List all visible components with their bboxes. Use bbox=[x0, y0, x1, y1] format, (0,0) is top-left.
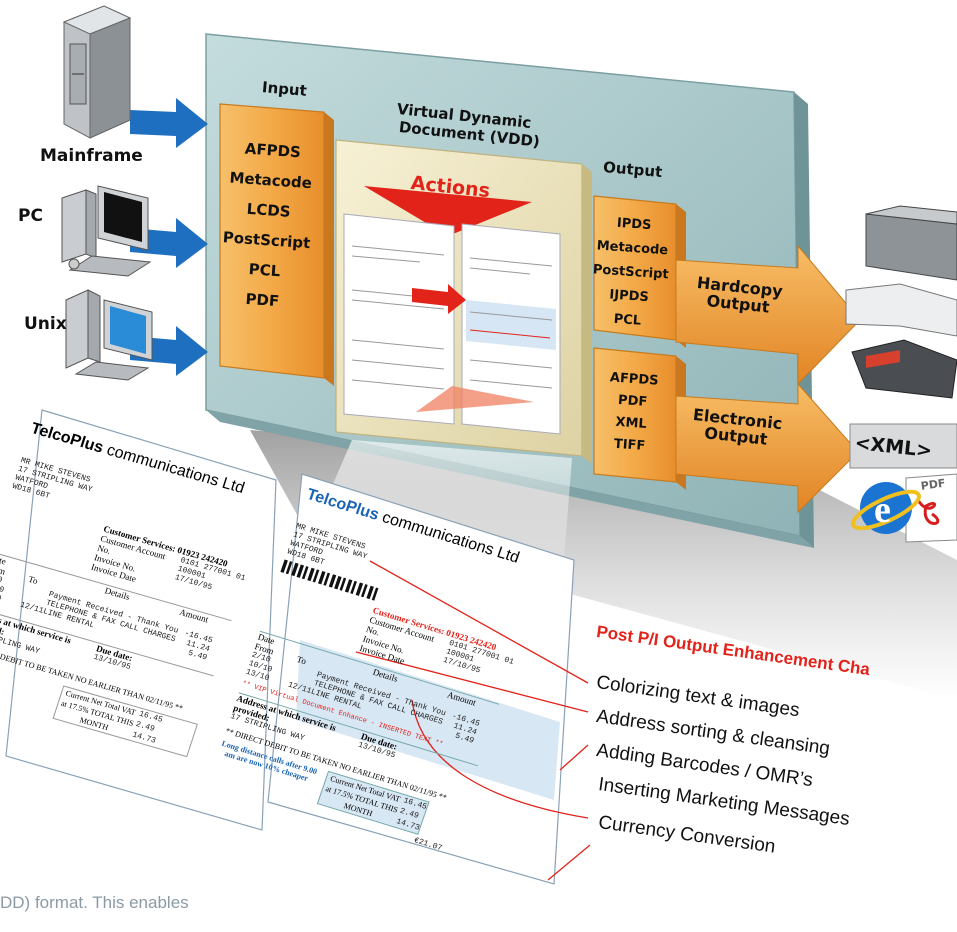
due-date-block: Due date: 13/10/95 bbox=[89, 643, 135, 681]
mainframe-icon bbox=[62, 5, 132, 139]
pc-input-arrow bbox=[130, 218, 208, 268]
enhanced-due-date-block: Due date: 13/10/95 bbox=[354, 731, 400, 770]
internet-explorer-icon: e bbox=[851, 482, 921, 534]
amounts: -16.45 11.24 5.49 bbox=[183, 628, 214, 663]
input-format-list: AFPDS Metacode LCDS PostScript PCL PDF bbox=[211, 132, 323, 319]
xml-document-icon bbox=[849, 423, 957, 469]
unix-workstation-icon bbox=[65, 289, 153, 381]
source-label-pc: PC bbox=[18, 206, 43, 226]
vdd-document-before bbox=[343, 213, 455, 425]
hardcopy-format-list: IPDS Metacode PostScript IJPDS PCL bbox=[584, 210, 678, 336]
electronic-output-arrow bbox=[675, 382, 859, 514]
desktop-pc-icon bbox=[61, 185, 152, 277]
source-label-mainframe: Mainframe bbox=[40, 146, 143, 166]
electronic-format-list: AFPDS PDF XML TIFF bbox=[586, 366, 678, 460]
to-header: To bbox=[27, 573, 40, 587]
production-printer-icon bbox=[865, 205, 957, 281]
beam-red-glow bbox=[416, 386, 534, 412]
original-bill-sheet bbox=[5, 409, 277, 831]
hardcopy-output-arrow bbox=[675, 244, 861, 386]
mainframe-input-arrow bbox=[130, 98, 208, 148]
dates-to: 12/11 bbox=[18, 600, 45, 616]
enhanced-bill-blue-section bbox=[296, 640, 560, 800]
amount-header: Amount bbox=[178, 606, 210, 625]
enhanced-to-header: To bbox=[295, 654, 308, 667]
actions-arrow bbox=[364, 186, 532, 236]
transform-arrow bbox=[412, 284, 466, 314]
enhanced-amount-header: Amount bbox=[445, 689, 478, 708]
vdd-document-after bbox=[461, 223, 561, 435]
body-text-fragment: DD) format. This enables bbox=[0, 893, 189, 912]
annotation-lines bbox=[355, 560, 591, 881]
svg-text:e: e bbox=[874, 489, 891, 531]
input-box bbox=[219, 103, 334, 386]
input-title: Input bbox=[261, 78, 308, 100]
source-label-unix: Unix bbox=[24, 314, 67, 334]
wide-format-printer-icon bbox=[845, 283, 957, 337]
inkjet-press-icon bbox=[851, 339, 957, 399]
